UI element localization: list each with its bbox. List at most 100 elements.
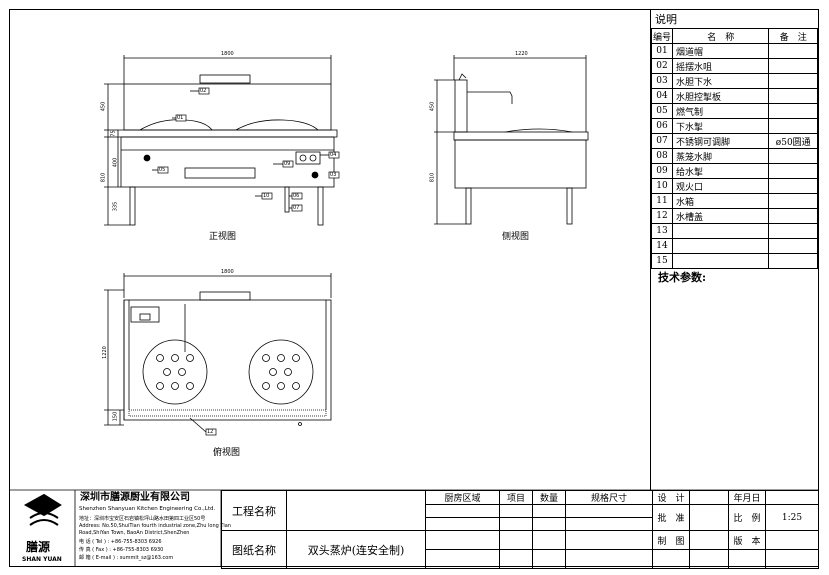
top-view-label: 俯视图 (213, 448, 241, 458)
area-header: 厨房区域 (425, 490, 500, 505)
legend-note (768, 73, 818, 89)
legend-title: 说明 (655, 13, 677, 26)
item-value (499, 504, 533, 518)
legend-header-row: 编号 名 称 备 注 (650, 28, 818, 44)
legend-num: 02 (650, 58, 674, 74)
legend-note (768, 103, 818, 119)
company-address-en1: Address: No.50,ShuiTian fourth industria… (79, 523, 231, 529)
dim-side-width: 1220 (515, 51, 528, 57)
dim-front-h4: 810 (100, 172, 107, 183)
legend-header-name: 名 称 (672, 28, 770, 44)
legend-header-note: 备 注 (768, 28, 818, 44)
legend-note (768, 118, 818, 134)
legend-num: 14 (650, 238, 674, 254)
callout-label: 12 (207, 429, 214, 435)
dim-top-depth: 1220 (101, 346, 108, 359)
callout-label: 04 (330, 152, 337, 158)
dim-side-h2: 810 (429, 172, 436, 183)
legend-note (768, 238, 818, 254)
company-email: 邮 箱 ( E-mail ) : summit_sz@163.com (79, 555, 174, 561)
legend-name: 给水掣 (672, 163, 770, 179)
table-row: 15 (650, 253, 818, 269)
side-view-label: 侧视图 (502, 232, 530, 242)
legend-num: 15 (650, 253, 674, 269)
callout-label: 02 (200, 88, 207, 94)
design-label: 设 计 (652, 490, 690, 505)
date-label: 年月日 (728, 490, 766, 505)
callout-label: 01 (177, 115, 184, 121)
drawing-label: 图纸名称 (221, 530, 287, 569)
dim-top-front: 150 (112, 411, 119, 422)
legend-note (768, 148, 818, 164)
company-tel: 电 话 ( Tel ) : +86-755-8303 6926 (79, 539, 162, 545)
company-logo-mark (23, 493, 62, 526)
callout-label: 06 (293, 193, 300, 199)
draw-label: 制 图 (652, 530, 690, 550)
legend-note: ø50圆通 (768, 133, 818, 149)
callout-boxes (157, 87, 340, 436)
burner-holes (156, 354, 300, 390)
legend-note (768, 208, 818, 224)
project-value (286, 490, 426, 531)
area-value (425, 504, 500, 518)
table-row: 14 (650, 238, 818, 254)
legend-name: 观火口 (672, 178, 770, 194)
legend-num: 05 (650, 103, 674, 119)
legend-num: 11 (650, 193, 674, 209)
legend-name: 摇摆水咀 (672, 58, 770, 74)
qty-header: 数量 (532, 490, 566, 505)
logo-text-en: SHAN YUAN (22, 556, 62, 563)
legend-num: 12 (650, 208, 674, 224)
callout-label: 07 (293, 205, 300, 211)
company-address-cn: 地址：深圳市宝安区石岩镇松坪山路水田第四工业区50号 (79, 516, 206, 522)
design-value (689, 490, 729, 505)
title-block-table: 工程名称 厨房区域 项目 数量 规格尺寸 设 计 年月日 批 准 比 例 1:2… (221, 490, 819, 569)
dim-front-h5: 335 (112, 201, 119, 212)
dim-top-width: 1800 (221, 269, 234, 275)
legend-note (768, 43, 818, 59)
legend-note (768, 58, 818, 74)
legend-num: 08 (650, 148, 674, 164)
item-header: 项目 (499, 490, 533, 505)
legend-name: 不锈钢可调脚 (672, 133, 770, 149)
legend-num: 01 (650, 43, 674, 59)
version-value (765, 530, 819, 550)
legend-num: 03 (650, 73, 674, 89)
legend-name: 水胆控掣板 (672, 88, 770, 104)
company-address-en2: Road,ShiYan Town, BaoAn District,ShenZhe… (79, 530, 190, 536)
legend-note (768, 223, 818, 239)
legend-name: 蒸笼水脚 (672, 148, 770, 164)
legend-note (768, 193, 818, 209)
legend-num: 10 (650, 178, 674, 194)
callout-label: 05 (159, 167, 166, 173)
legend-name (672, 223, 770, 239)
front-view-drawing (104, 55, 338, 226)
spec-header: 规格尺寸 (565, 490, 653, 505)
legend-name (672, 238, 770, 254)
legend-name: 水槽盖 (672, 208, 770, 224)
approve-label: 批 准 (652, 504, 690, 531)
top-view-drawing (104, 273, 332, 433)
company-name-cn: 深圳市膳源厨业有限公司 (80, 492, 190, 503)
company-name-en: Shenzhen Shanyuan Kitchen Engineering Co… (79, 506, 216, 512)
logo-text-cn: 膳源 (26, 540, 51, 554)
company-fax: 传 真 ( Fax ) : +86-755-8303 6930 (79, 547, 164, 553)
legend-note (768, 178, 818, 194)
legend-name: 水箱 (672, 193, 770, 209)
scale-value: 1:25 (765, 504, 819, 531)
legend-note (768, 88, 818, 104)
version-label: 版 本 (728, 530, 766, 550)
legend-name (672, 253, 770, 269)
front-view-label: 正视图 (209, 232, 237, 242)
date-value (765, 490, 819, 505)
dim-front-h1: 450 (100, 101, 107, 112)
legend-divider (650, 10, 651, 490)
